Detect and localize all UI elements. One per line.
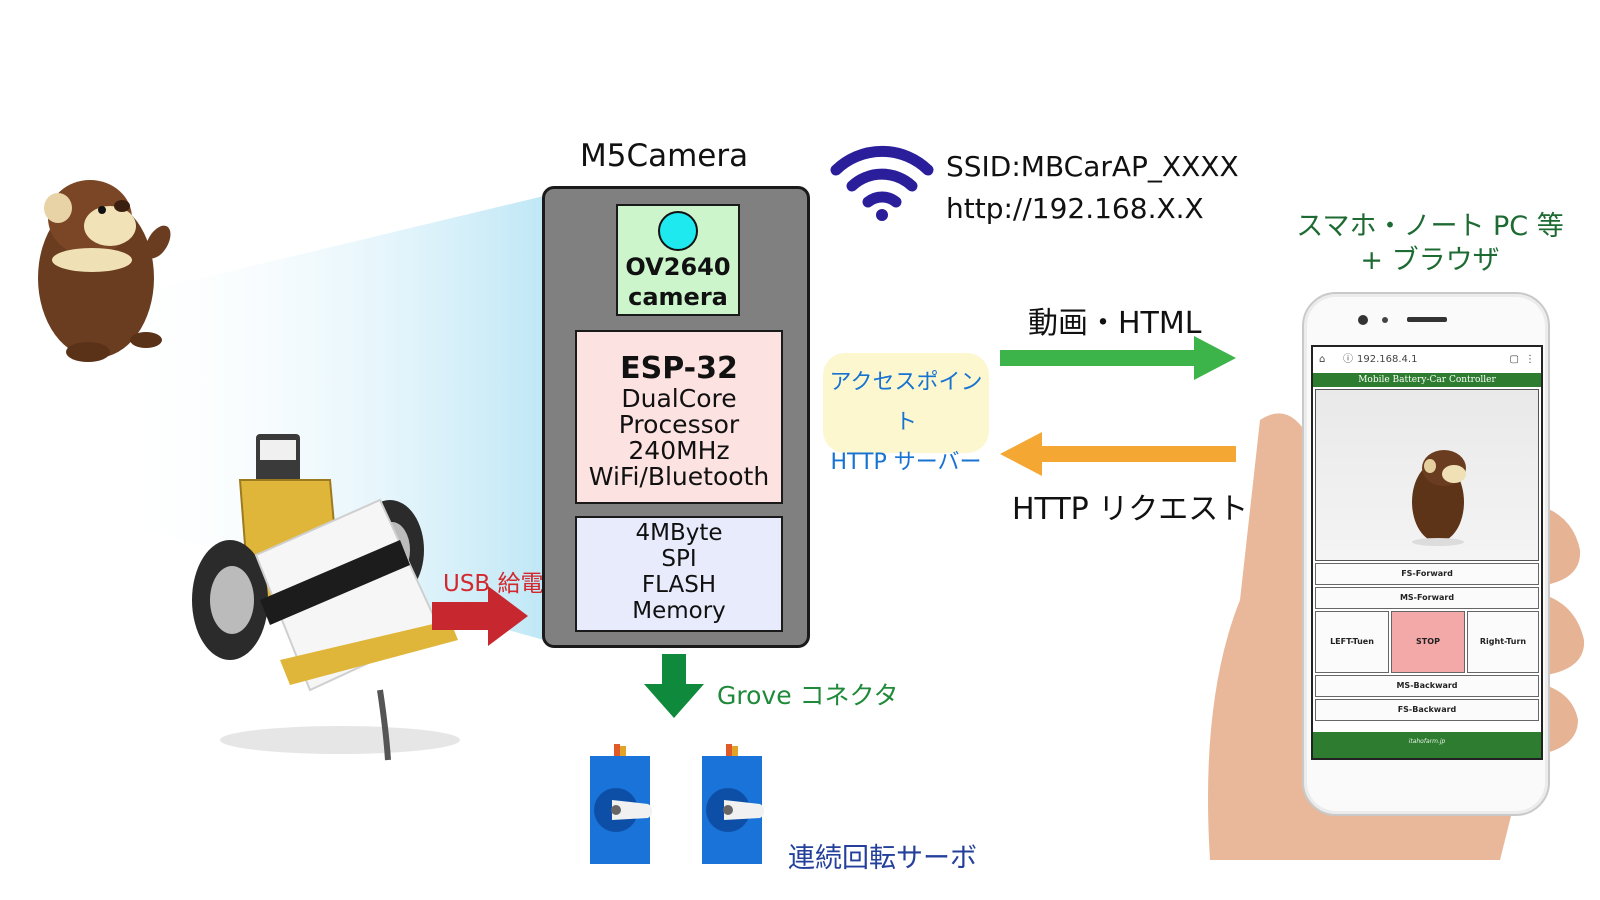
- plush-toy-photo: [1412, 450, 1466, 546]
- memory-line: SPI: [661, 546, 697, 572]
- fs-backward-button[interactable]: FS-Backward: [1315, 699, 1539, 721]
- menu-icon[interactable]: ⋮: [1525, 354, 1535, 365]
- ms-forward-button[interactable]: MS-Forward: [1315, 587, 1539, 609]
- app-footer: itahofarm.jp: [1313, 732, 1541, 758]
- url-text[interactable]: 192.168.4.1: [1357, 354, 1418, 365]
- processor-line: 240MHz: [628, 436, 730, 465]
- home-icon[interactable]: ⌂: [1319, 354, 1326, 365]
- video-html-arrow: [1000, 336, 1236, 380]
- device-label: スマホ・ノート PC 等 + ブラウザ: [1280, 210, 1580, 278]
- http-request-arrow: [1000, 432, 1236, 476]
- servo-icon: [702, 744, 765, 864]
- camera-lens-icon: [658, 211, 698, 251]
- video-html-label: 動画・HTML: [1028, 306, 1202, 341]
- stop-button[interactable]: STOP: [1391, 611, 1465, 673]
- right-turn-button[interactable]: Right-Turn: [1467, 611, 1539, 673]
- info-icon: ⓘ: [1343, 354, 1353, 365]
- processor-title: ESP-32: [620, 351, 738, 386]
- camera-model: OV2640: [625, 253, 731, 281]
- camera-stream: [1315, 389, 1539, 561]
- processor-line: DualCore: [621, 384, 737, 413]
- grove-arrow: [644, 654, 704, 718]
- memory-box: 4MByte SPI FLASH Memory: [575, 516, 783, 632]
- device-label-line2: + ブラウザ: [1360, 245, 1500, 276]
- browser-address-bar[interactable]: ⌂ ⓘ 192.168.4.1 ▢ ⋮: [1313, 347, 1541, 373]
- robot-car-photo: [192, 434, 460, 761]
- tabs-icon[interactable]: ▢: [1509, 354, 1519, 365]
- access-point-label: アクセスポイント: [829, 370, 983, 435]
- wifi-info: SSID:MBCarAP_XXXX http://192.168.X.X: [946, 146, 1239, 230]
- servo-icon: [590, 744, 653, 864]
- phone-screen: ⌂ ⓘ 192.168.4.1 ▢ ⋮ Mobile Battery-Car C…: [1311, 345, 1543, 760]
- processor-line: WiFi/Bluetooth: [588, 462, 770, 491]
- processor-line: Processor: [618, 410, 740, 439]
- plush-toy-photo: [38, 180, 171, 362]
- wifi-url: http://192.168.X.X: [946, 192, 1204, 225]
- access-point-badge: アクセスポイント HTTP サーバー: [823, 353, 989, 475]
- fs-forward-button[interactable]: FS-Forward: [1315, 563, 1539, 585]
- app-title: Mobile Battery-Car Controller: [1313, 373, 1541, 387]
- memory-line: 4MByte: [635, 520, 723, 546]
- ms-backward-button[interactable]: MS-Backward: [1315, 675, 1539, 697]
- device-label-line1: スマホ・ノート PC 等: [1296, 211, 1564, 242]
- usb-power-arrow: [432, 586, 528, 646]
- grove-connector-label: Grove コネクタ: [717, 681, 899, 710]
- camera-label: camera: [628, 283, 728, 311]
- servo-label: 連続回転サーボ: [788, 843, 977, 874]
- usb-power-label: USB 給電: [443, 571, 544, 597]
- wifi-icon: [830, 145, 934, 221]
- wifi-ssid: SSID:MBCarAP_XXXX: [946, 150, 1239, 183]
- http-server-label: HTTP サーバー: [830, 450, 982, 475]
- left-turn-button[interactable]: LEFT-Tuen: [1315, 611, 1389, 673]
- memory-line: Memory: [632, 598, 726, 624]
- http-request-label: HTTP リクエスト: [1012, 492, 1249, 527]
- phone-speaker: [1358, 315, 1447, 325]
- memory-line: FLASH: [641, 572, 717, 598]
- module-title: M5Camera: [580, 138, 749, 174]
- camera-sensor-box: OV2640 camera: [616, 204, 740, 316]
- processor-box: ESP-32 DualCore Processor 240MHz WiFi/Bl…: [575, 330, 783, 504]
